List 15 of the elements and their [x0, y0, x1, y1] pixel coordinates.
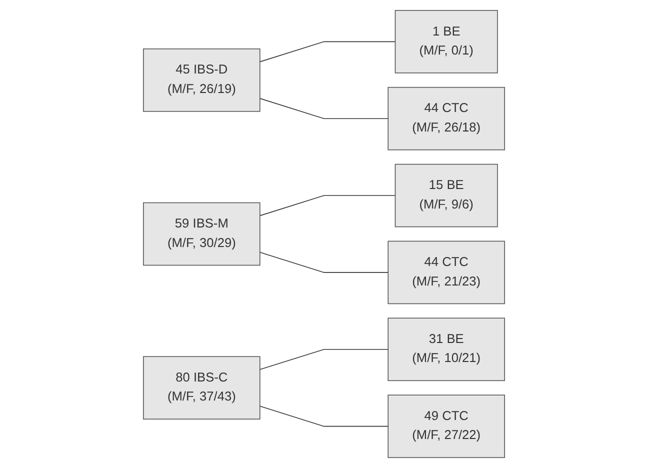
- connector: [259, 252, 388, 273]
- connector: [259, 41, 396, 62]
- node-box: 1 BE (M/F, 0/1): [394, 10, 498, 74]
- connector: [259, 195, 396, 216]
- node-box: 44 CTC (M/F, 21/23): [388, 240, 505, 304]
- connector: [259, 98, 388, 119]
- connector: [259, 349, 388, 370]
- node-box: 15 BE (M/F, 9/6): [394, 164, 498, 228]
- node-box: 31 BE (M/F, 10/21): [388, 318, 505, 382]
- node-box: 49 CTC (M/F, 27/22): [388, 394, 505, 458]
- connector: [259, 406, 388, 427]
- node-box: 44 CTC (M/F, 26/18): [388, 86, 505, 150]
- node-box: 59 IBS-M (M/F, 30/29): [143, 202, 260, 266]
- node-box: 45 IBS-D (M/F, 26/19): [143, 48, 260, 112]
- node-box: 80 IBS-C (M/F, 37/43): [143, 356, 260, 420]
